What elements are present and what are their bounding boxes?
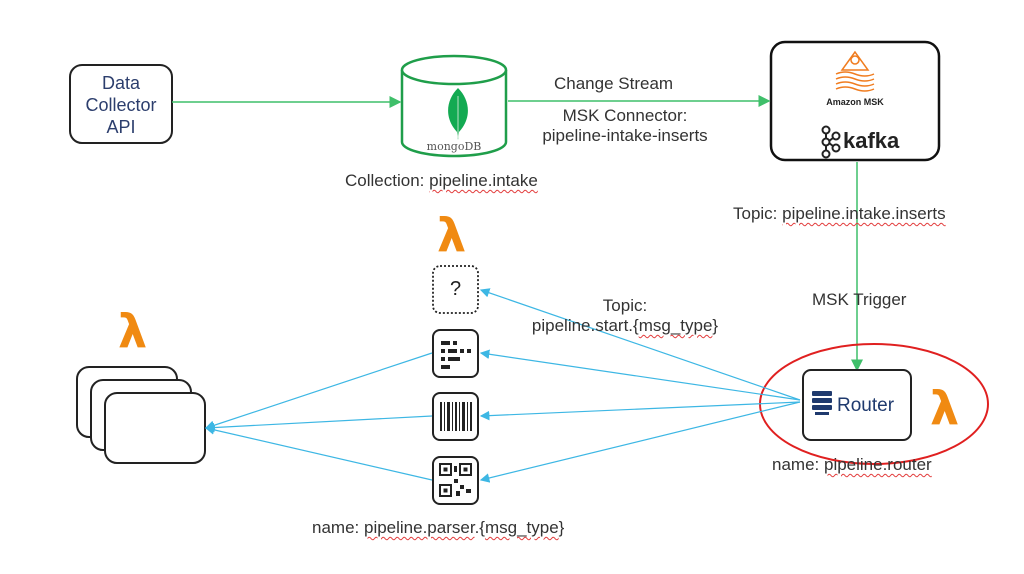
mongodb-brand-label: mongoDB [426, 140, 482, 153]
lambda-icon-router: λ [930, 381, 960, 435]
topic-intake-prefix: Topic: [733, 204, 783, 223]
collection-prefix: Collection: [345, 171, 430, 190]
topic-start-label: Topic: pipeline.start.{msg_type} [510, 296, 740, 336]
lambda-icon-stack: λ [118, 304, 148, 358]
msk-kafka-node [769, 40, 941, 162]
msk-trigger-label: MSK Trigger [812, 290, 907, 309]
data-collector-api-label: Data Collector API [85, 73, 157, 137]
amazon-msk-icon [835, 50, 875, 92]
edge-text-to-stack [204, 352, 433, 430]
router-name-prefix: name: [772, 455, 824, 474]
router-label: Router [837, 395, 895, 416]
collection-name: pipeline.intake [429, 171, 538, 190]
topic-start-line-2: pipeline.start.{msg_type} [531, 316, 719, 335]
parser-name-label: name: pipeline.parser.{msg_type} [312, 518, 565, 537]
kafka-brand-label: kafka [843, 128, 900, 153]
edge-barcode-to-stack [204, 415, 433, 433]
topic-intake-name: pipeline.intake.inserts [782, 204, 946, 223]
placeholder-question-mark: ? [449, 278, 462, 300]
amazon-msk-brand-label: Amazon MSK [826, 97, 884, 107]
data-collector-api-node [69, 64, 173, 144]
parser-placeholder-node [432, 265, 479, 314]
server-stack-icon [812, 391, 832, 415]
kafka-icon [821, 125, 841, 159]
change-stream-label: Change Stream [554, 74, 674, 93]
router-node [802, 369, 912, 441]
barcode-icon [440, 402, 472, 431]
edge-router-to-barcode [479, 401, 801, 421]
edge-qrcode-to-stack [204, 425, 433, 481]
parser-text-node [432, 329, 479, 378]
msk-connector-label: MSK Connector: pipeline-intake-inserts [520, 106, 730, 146]
topic-start-line-1: Topic: [602, 296, 648, 315]
edge-router-to-placeholder [479, 288, 801, 401]
topic-start-msg-type: msg_type [638, 316, 713, 335]
router-name-label: name: pipeline.router [772, 455, 932, 475]
parser-instances-stack [76, 366, 206, 464]
edge-router-to-text [479, 349, 801, 401]
parser-name: pipeline.parser [363, 518, 475, 537]
qr-code-icon [439, 463, 472, 497]
parser-name-prefix: name: [312, 518, 364, 537]
router-name: pipeline.router [823, 455, 932, 474]
collection-label: Collection: pipeline.intake [345, 171, 538, 191]
parser-msg-type: msg_type [484, 518, 559, 537]
topic-intake-label: Topic: pipeline.intake.inserts [733, 204, 946, 224]
edge-router-to-qrcode [479, 401, 801, 483]
lambda-icon-parsers: λ [437, 208, 467, 262]
text-lines-icon [441, 341, 471, 369]
msk-connector-line-1: MSK Connector: [562, 106, 688, 125]
msk-connector-line-2: pipeline-intake-inserts [542, 126, 708, 145]
